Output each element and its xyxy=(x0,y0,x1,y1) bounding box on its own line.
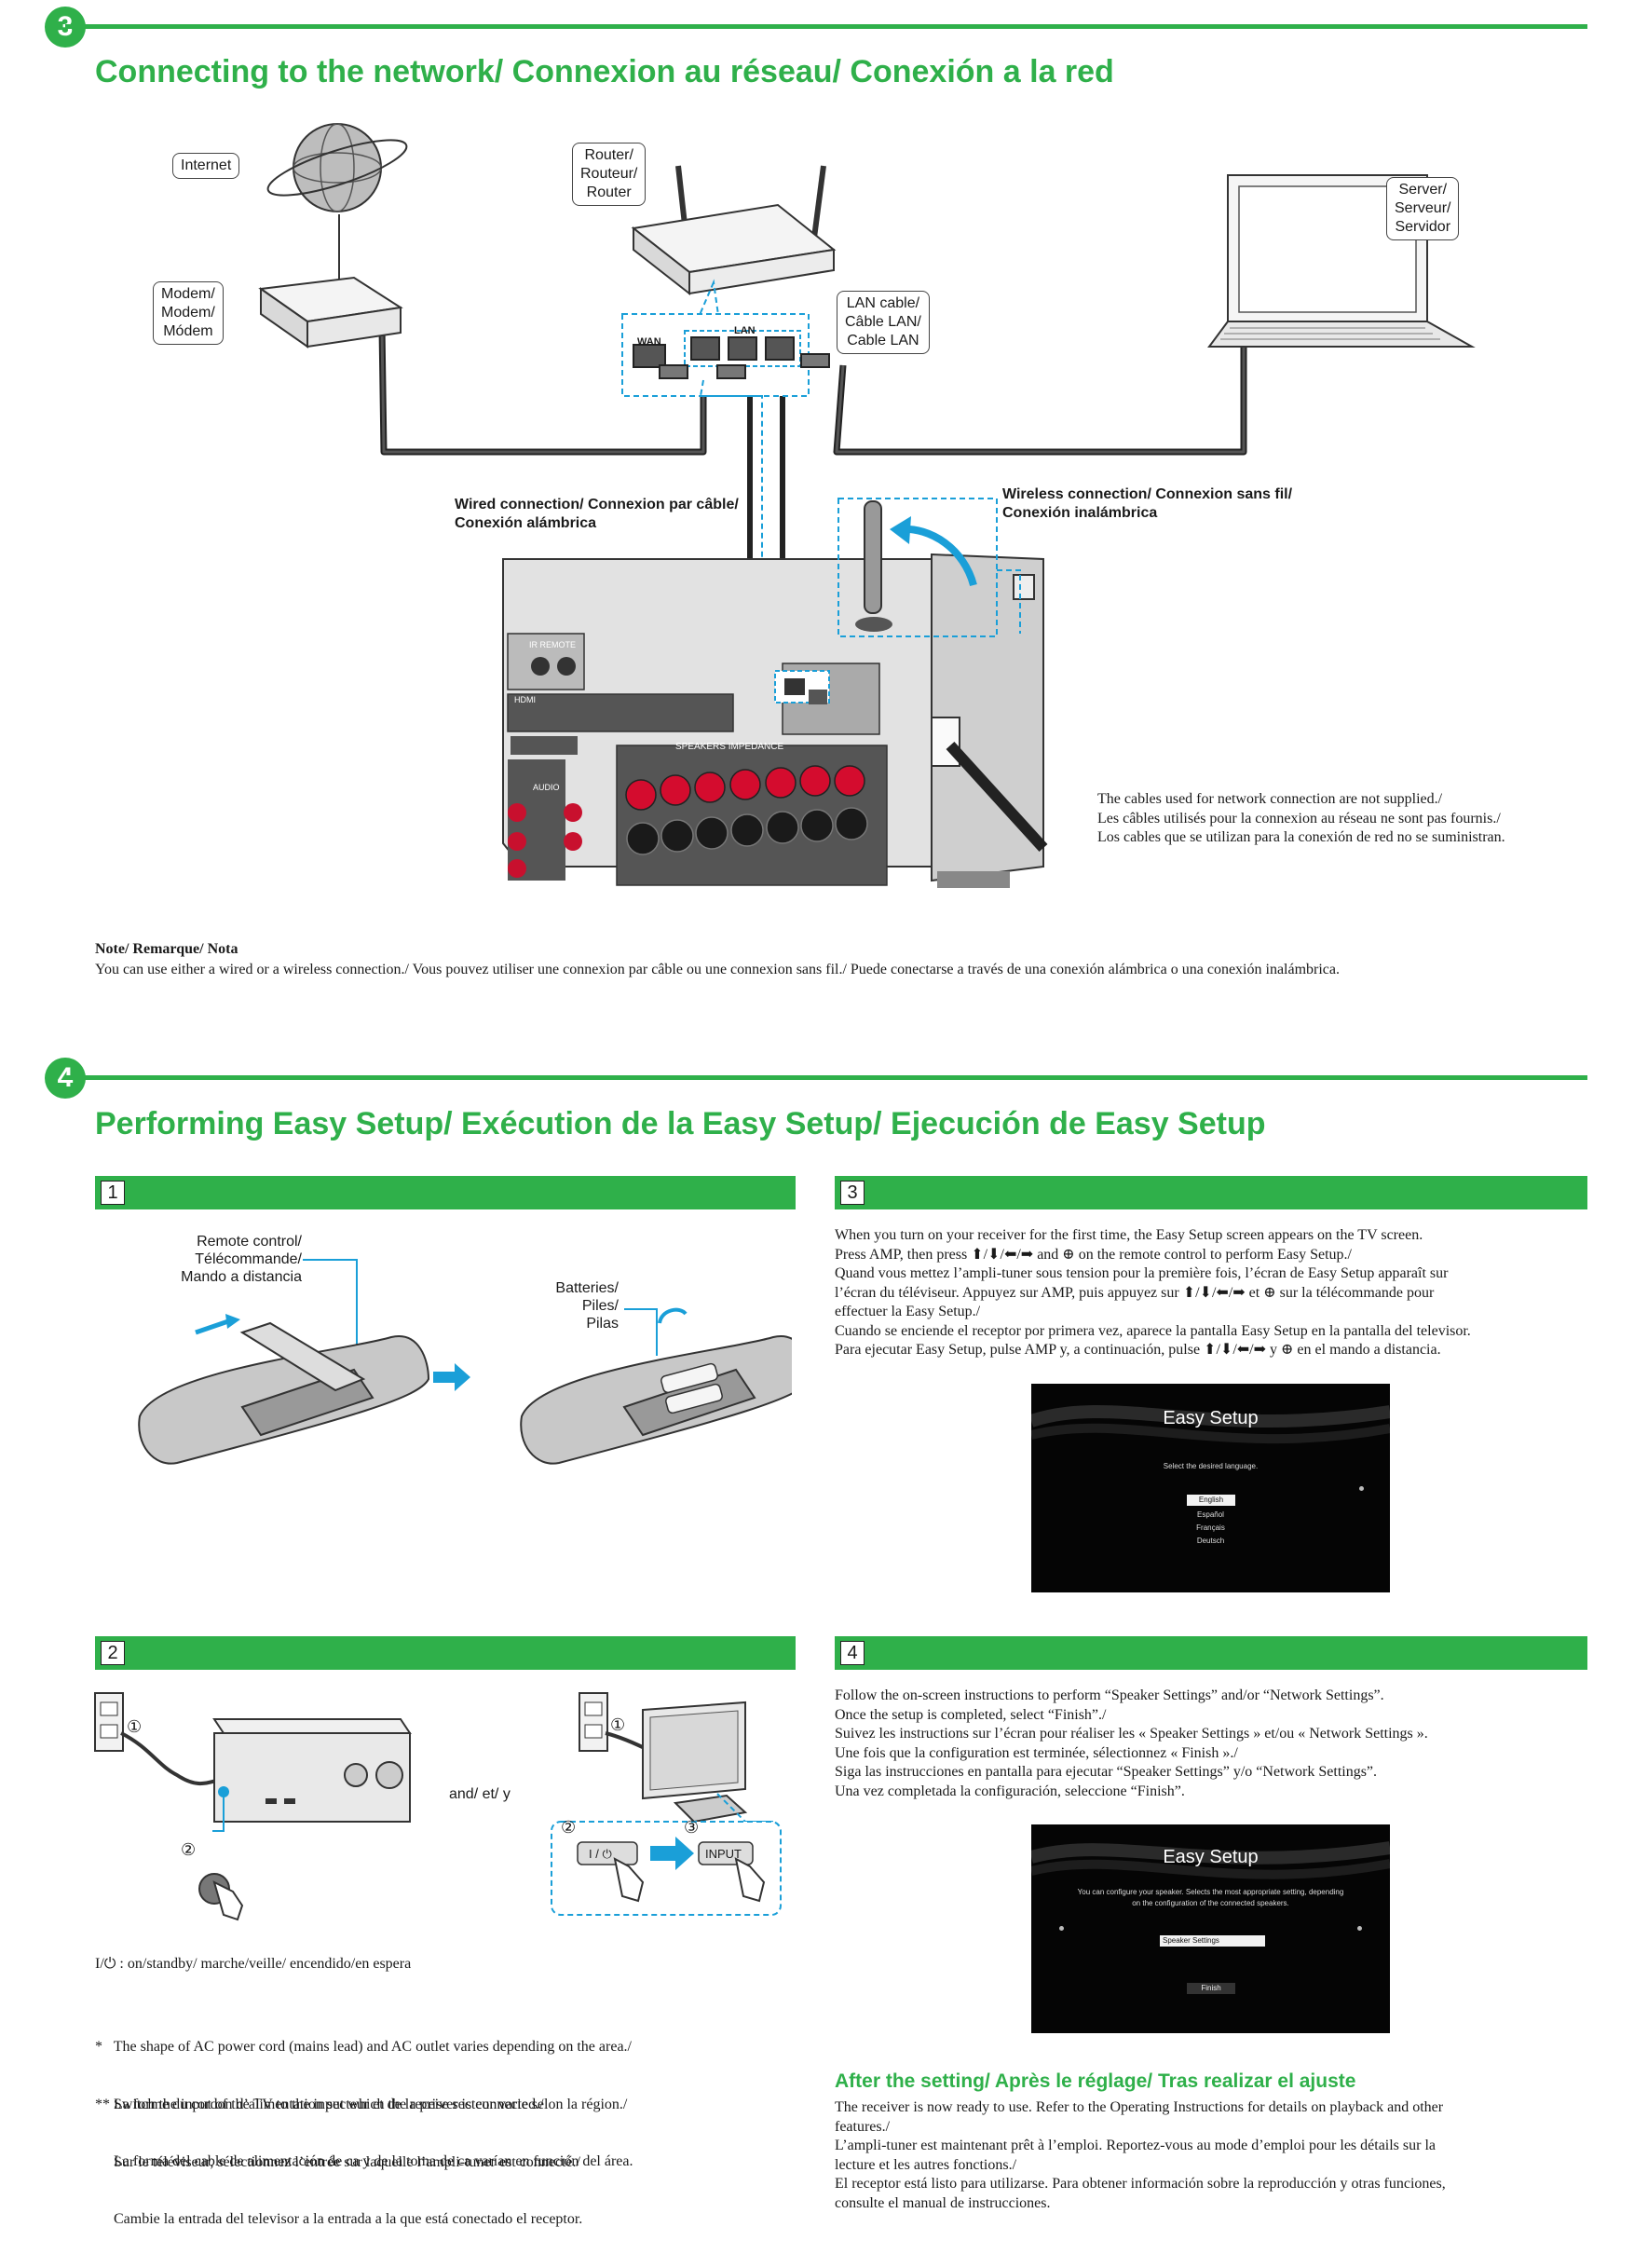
screen-title: Easy Setup xyxy=(1163,1408,1259,1428)
speakers-label: SPEAKERS IMPEDANCE xyxy=(675,742,784,752)
tv-icon xyxy=(642,1701,748,1824)
receiver-rear-icon xyxy=(502,553,1048,888)
finish-button[interactable]: Finish xyxy=(1187,1983,1235,1994)
note-heading: Note/ Remarque/ Nota xyxy=(95,941,238,957)
receiver-front-icon xyxy=(212,1718,412,1823)
section-3-rule xyxy=(65,24,1587,29)
easy-setup-speaker-screen: Easy Setup You can configure your speake… xyxy=(1031,1824,1390,2033)
batteries-label: Batteries/ Piles/ Pilas xyxy=(555,1280,619,1332)
step-marker-2-left: ② xyxy=(181,1840,197,1859)
screen-title: Easy Setup xyxy=(1163,1847,1259,1867)
power-button-label: I / ⏻ xyxy=(589,1847,612,1861)
section-4-title: Performing Easy Setup/ Exécution de la E… xyxy=(95,1106,1266,1141)
panel-2-number: 2 xyxy=(101,1641,125,1665)
language-option-english[interactable]: English xyxy=(1187,1495,1235,1506)
server-label: Server/ Serveur/ Servidor xyxy=(1386,177,1460,240)
wired-connection-label: Wired connection/ Connexion par câble/ C… xyxy=(455,497,739,531)
note-text: You can use either a wired or a wireless… xyxy=(95,962,1341,977)
panel-1-number: 1 xyxy=(101,1181,125,1205)
antenna-icon xyxy=(855,500,892,632)
panel-4-number: 4 xyxy=(840,1641,865,1665)
remote-control-icon xyxy=(138,1321,430,1465)
remote-battery-illustration xyxy=(138,1259,792,1465)
then-arrow-icon xyxy=(650,1837,694,1870)
cables-not-supplied-note: The cables used for network connection a… xyxy=(1097,791,1505,845)
audio-label: AUDIO xyxy=(533,783,560,792)
language-option-french[interactable]: Français xyxy=(1196,1523,1225,1532)
ac-outlet-tv-icon xyxy=(579,1692,608,1752)
ir-remote-label: IR REMOTE xyxy=(529,640,577,649)
pressing-hand-icon xyxy=(198,1873,244,1921)
step-marker-1-right: ① xyxy=(610,1715,626,1734)
panel-4-bar: 4 xyxy=(835,1636,1587,1670)
globe-icon xyxy=(266,123,408,212)
section-3-title: Connecting to the network/ Connexion au … xyxy=(95,54,1114,89)
hdmi-label: HDMI xyxy=(514,695,536,704)
after-setting-text: The receiver is now ready to use. Refer … xyxy=(835,2099,1446,2211)
easy-setup-language-screen: Easy Setup Select the desired language. … xyxy=(1031,1384,1390,1592)
panel-4-text: Follow the on-screen instructions to per… xyxy=(835,1687,1428,1799)
speaker-settings-option[interactable]: Speaker Settings xyxy=(1160,1935,1265,1947)
power-on-illustration xyxy=(94,1692,782,1921)
laptop-icon xyxy=(1207,174,1476,348)
modem-label: Modem/ Modem/ Módem xyxy=(153,281,224,345)
language-prompt: Select the desired language. xyxy=(1163,1462,1259,1470)
step-marker-1-left: ① xyxy=(127,1717,143,1736)
ac-outlet-icon xyxy=(94,1692,124,1752)
step-marker-2-right: ② xyxy=(561,1818,577,1837)
panel-2-bar: 2 xyxy=(95,1636,796,1670)
router-label: Router/ Routeur/ Router xyxy=(572,143,647,206)
network-diagram xyxy=(258,123,1476,888)
speaker-info-line2: on the configuration of the connected sp… xyxy=(1132,1899,1289,1907)
lan-port-label: LAN xyxy=(734,325,756,336)
next-arrow-icon xyxy=(433,1363,470,1391)
language-option-german[interactable]: Deutsch xyxy=(1196,1537,1225,1545)
panel-3-text: When you turn on your receiver for the f… xyxy=(835,1227,1471,1358)
language-option-spanish[interactable]: Español xyxy=(1197,1510,1224,1519)
panel-3-number: 3 xyxy=(840,1181,865,1205)
footnote-ac-cord: * The shape of AC power cord (mains lead… xyxy=(95,2039,633,2169)
power-symbol-legend: I/⏻ : on/standby/ marche/veille/ encendi… xyxy=(95,1956,412,1972)
panel-3-bar: 3 xyxy=(835,1176,1587,1209)
input-button-label: INPUT xyxy=(705,1847,742,1861)
screen-bullet-icon xyxy=(1359,1486,1364,1491)
router-icon xyxy=(631,165,837,296)
screen-bullet-left-icon xyxy=(1059,1926,1064,1931)
lan-cable-label: LAN cable/ Câble LAN/ Cable LAN xyxy=(837,291,930,354)
screen-bullet-right-icon xyxy=(1357,1926,1362,1931)
panel-1-bar: 1 xyxy=(95,1176,796,1209)
remote-control-label: Remote control/ Télécommande/ Mando a di… xyxy=(181,1234,302,1285)
footnote-tv-input: ** Switch the input of the TV to the inp… xyxy=(95,2097,583,2227)
remote-control-open-icon xyxy=(520,1335,792,1465)
section-4-rule xyxy=(65,1075,1587,1080)
internet-label: Internet xyxy=(172,153,240,179)
step-marker-3-right: ③ xyxy=(684,1818,700,1837)
speaker-info-line1: You can configure your speaker. Selects … xyxy=(1077,1888,1344,1896)
after-setting-heading: After the setting/ Après le réglage/ Tra… xyxy=(835,2070,1356,2092)
modem-icon xyxy=(258,276,403,348)
wireless-connection-label: Wireless connection/ Connexion sans fil/… xyxy=(1002,486,1293,521)
wan-port-label: WAN xyxy=(637,336,661,348)
and-label: and/ et/ y xyxy=(449,1786,511,1802)
